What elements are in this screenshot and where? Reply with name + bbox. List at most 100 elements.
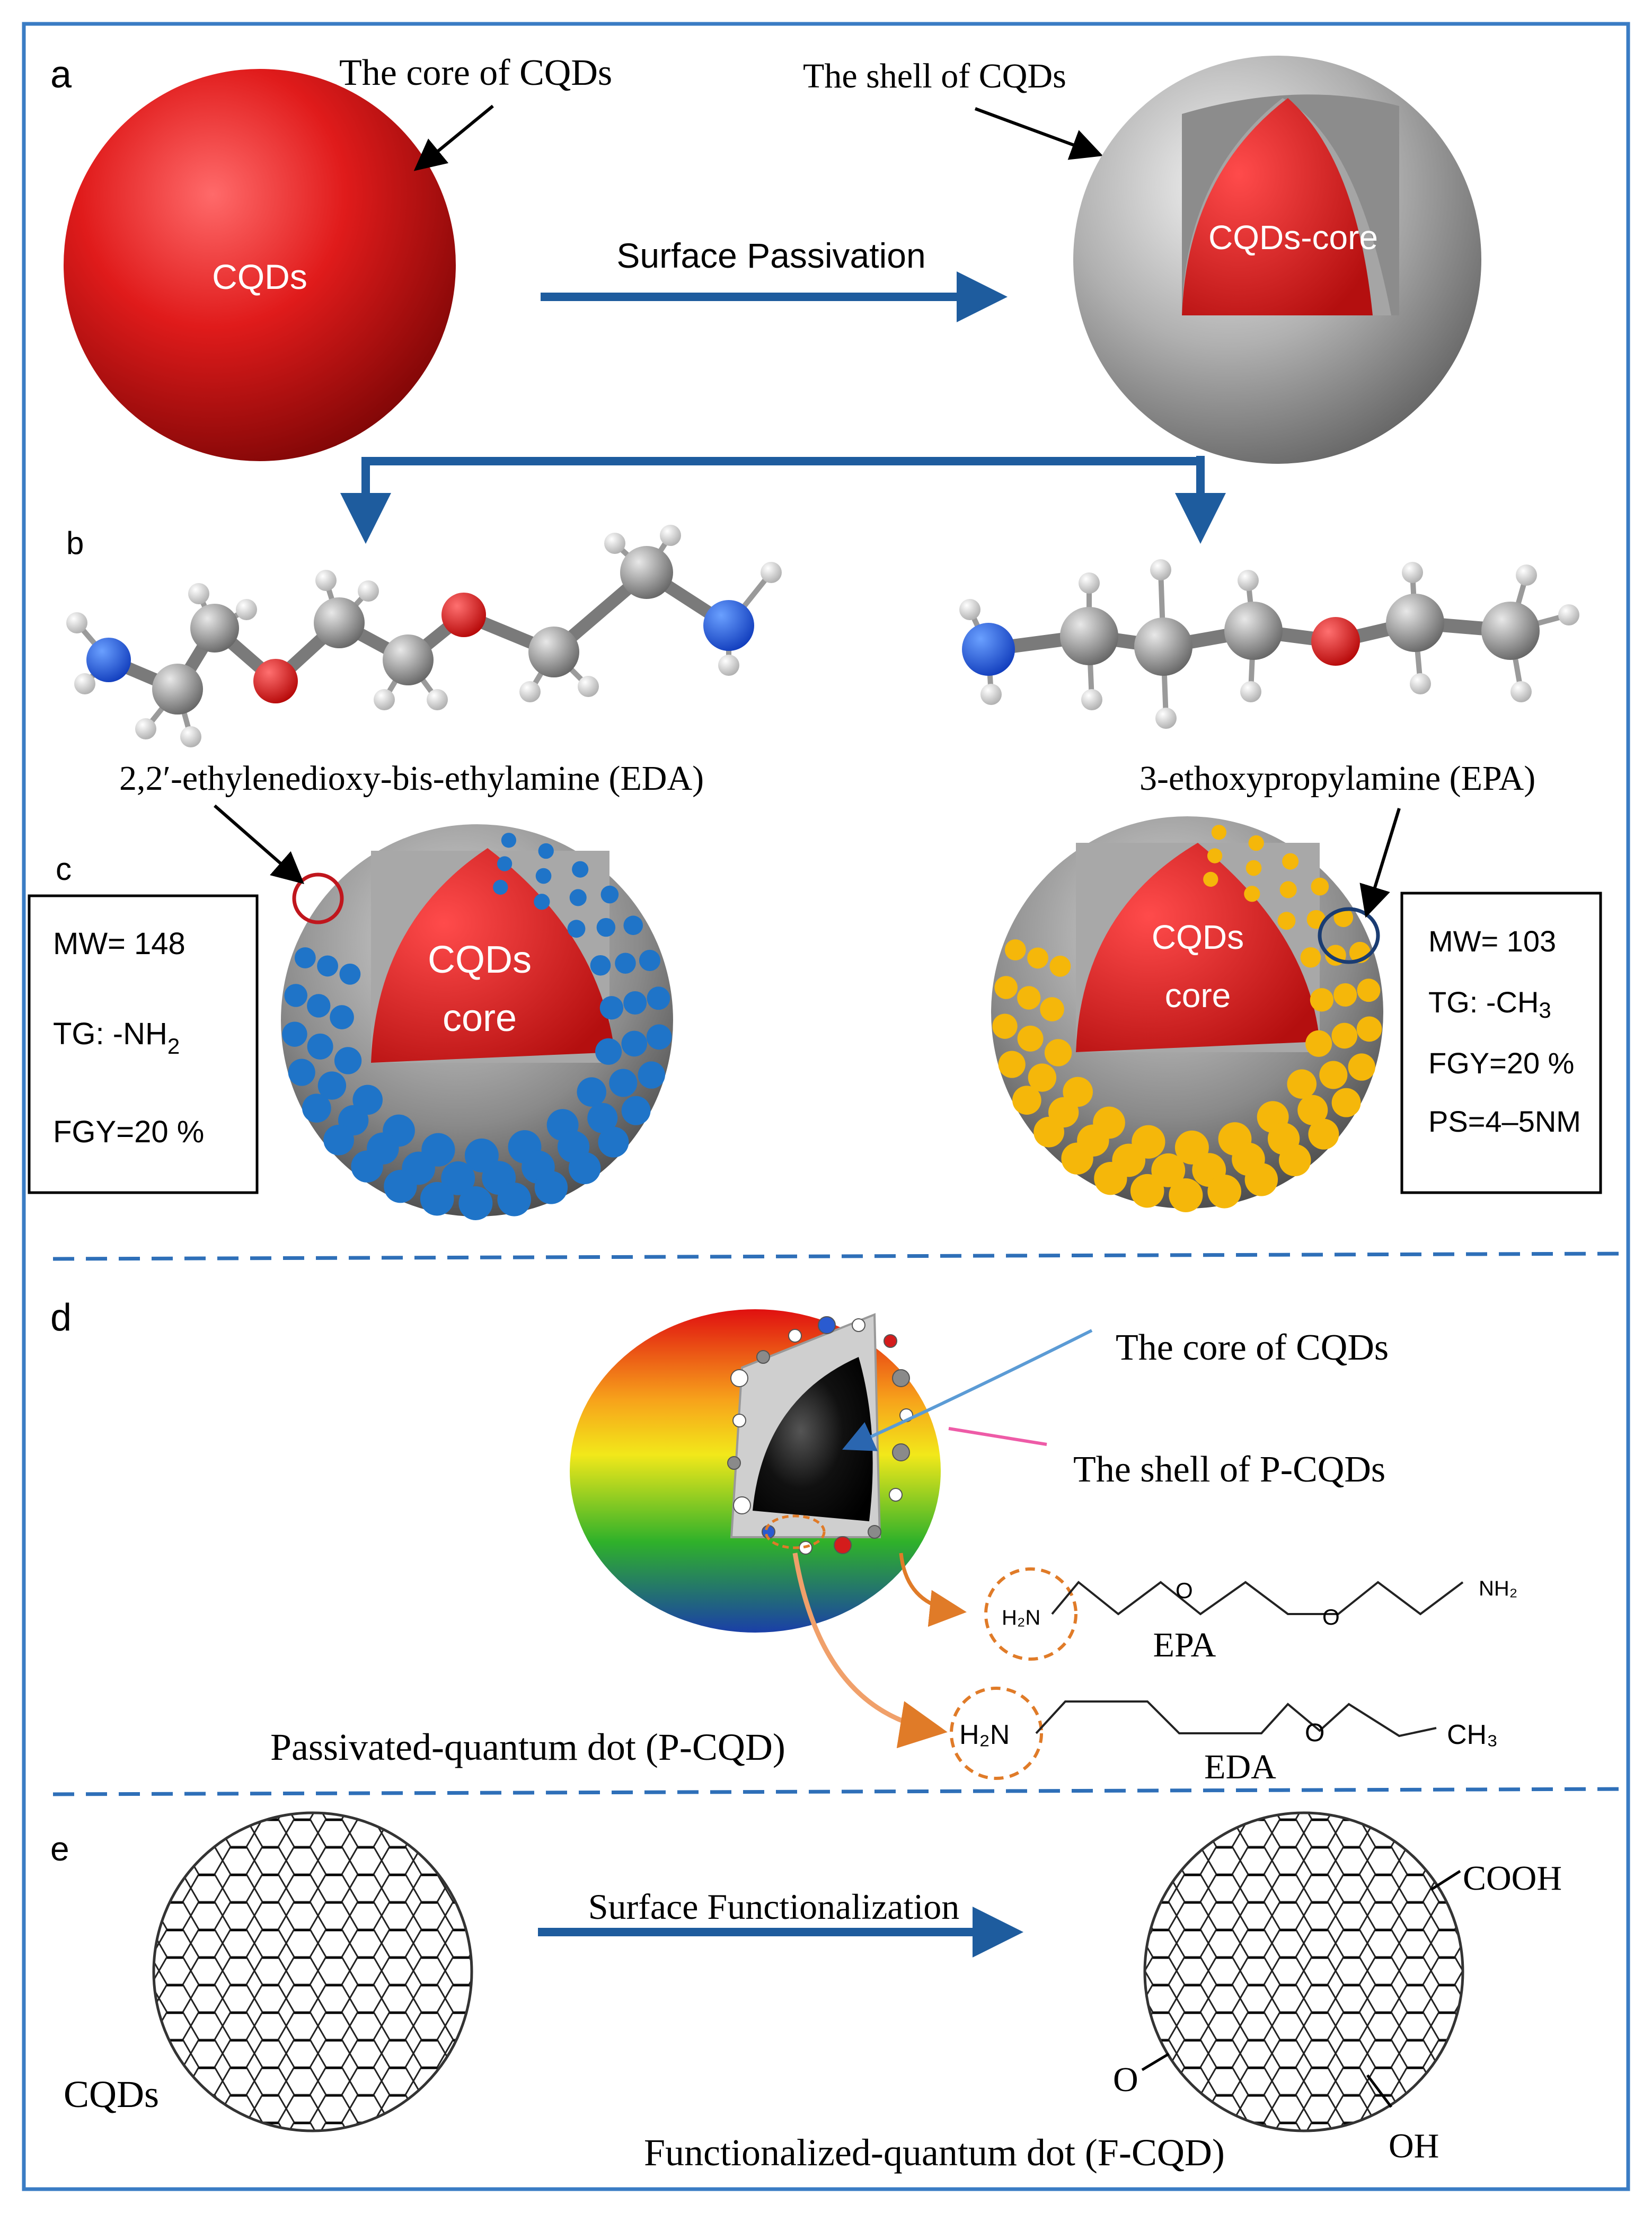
shell-callout-a-arrow xyxy=(974,107,1103,160)
passivating-dot xyxy=(288,1059,315,1086)
passivating-dot xyxy=(600,885,619,904)
passivating-dot xyxy=(587,1103,618,1133)
eda-property-box: MW= 148 TG: -NH2 FGY=20 % xyxy=(28,894,259,1194)
passivating-dot xyxy=(1027,947,1049,969)
passivating-dot xyxy=(1245,860,1262,876)
passivating-dot xyxy=(1033,1116,1064,1148)
passivating-dot xyxy=(534,1171,568,1204)
passivating-dot xyxy=(501,833,517,848)
functionalization-arrow-label: Surface Functionalization xyxy=(588,1886,960,1927)
epa-molecule-name: 3-ethoxypropylamine (EPA) xyxy=(1139,759,1535,798)
passivating-dot xyxy=(1244,1163,1278,1196)
passivating-dot xyxy=(493,879,508,895)
passivating-dot xyxy=(1287,1069,1317,1099)
passivating-dot xyxy=(994,976,1018,999)
passivated-sphere xyxy=(1073,56,1481,464)
passivating-dot xyxy=(1061,1142,1093,1175)
o-label: O xyxy=(1113,2060,1138,2099)
passivating-dot xyxy=(621,1030,648,1057)
passivating-dot xyxy=(1300,947,1321,968)
passivating-dot xyxy=(302,1094,331,1123)
passivating-dot xyxy=(1044,1039,1072,1066)
core-callout-a: The core of CQDs xyxy=(339,52,612,93)
passivating-dot xyxy=(621,1096,651,1125)
passivating-dot xyxy=(1297,1095,1328,1125)
passivating-dot xyxy=(1311,877,1329,896)
passivating-dot xyxy=(1017,986,1041,1010)
passivating-dot xyxy=(535,868,552,884)
shell-atom xyxy=(852,1318,865,1332)
chain1-skeleton xyxy=(1051,1581,1464,1616)
passivating-dot xyxy=(646,1024,672,1050)
passivating-dot xyxy=(1151,1153,1186,1187)
shell-atom xyxy=(834,1536,852,1554)
passivation-arrow-label: Surface Passivation xyxy=(616,236,925,275)
panel-b-letter: b xyxy=(66,525,84,561)
epa-mw: MW= 103 xyxy=(1428,924,1556,958)
figure-frame xyxy=(22,22,1630,2191)
passivating-dot xyxy=(595,1038,622,1065)
passivating-dot xyxy=(307,1033,333,1060)
shell-callout-d-line xyxy=(948,1427,1047,1446)
eda-fgy: FGY=20 % xyxy=(53,1115,204,1149)
passivating-dot xyxy=(1040,997,1064,1021)
passivating-dot xyxy=(458,1186,493,1220)
eda-molecule-model xyxy=(66,525,782,747)
highlight-dashed-d xyxy=(764,1514,826,1549)
passivating-dot xyxy=(1282,853,1299,870)
panel-a-letter: a xyxy=(50,54,72,96)
shell-atom xyxy=(756,1350,770,1364)
passivating-dot xyxy=(384,1170,417,1203)
shell-atom xyxy=(884,1334,897,1348)
core-callout-d: The core of CQDs xyxy=(1116,1327,1389,1368)
passivating-dot xyxy=(339,963,361,985)
passivating-dot xyxy=(998,1051,1026,1078)
passivating-dot xyxy=(639,949,660,971)
orange-arrow-2 xyxy=(792,1553,948,1749)
epa-tg: TG: -CH3 xyxy=(1428,985,1551,1022)
epa-core-label-line2: core xyxy=(1165,976,1231,1015)
epa-ps: PS=4–5NM xyxy=(1428,1105,1581,1138)
passivating-dot xyxy=(615,953,636,974)
panel-c-letter: c xyxy=(56,851,72,887)
passivating-dot xyxy=(1331,1022,1358,1049)
shell-atom xyxy=(788,1329,802,1343)
passivating-dot xyxy=(1207,848,1223,863)
chain1-oxygen-1: O xyxy=(1176,1578,1193,1603)
passivating-dot xyxy=(598,1126,629,1158)
epa-core-label-line1: CQDs xyxy=(1152,918,1244,956)
shell-atom xyxy=(889,1488,903,1502)
shell-callout-d: The shell of P-CQDs xyxy=(1073,1449,1385,1490)
passivating-dot xyxy=(1094,1162,1127,1195)
passivating-dot xyxy=(1279,881,1297,898)
passivating-dot xyxy=(538,843,554,859)
chain1-amine-left: H₂N xyxy=(1002,1606,1040,1629)
passivating-dot xyxy=(1331,1088,1361,1117)
passivating-dot xyxy=(330,1005,354,1029)
chain2-name: EDA xyxy=(1204,1748,1276,1786)
passivating-dot xyxy=(1049,955,1071,977)
passivating-dot xyxy=(1028,1063,1057,1092)
passivating-dot xyxy=(1244,886,1260,902)
shell-atom xyxy=(730,1369,748,1387)
shell-atom xyxy=(733,1496,751,1514)
epa-property-box: MW= 103 TG: -CH3 FGY=20 % PS=4–5NM xyxy=(1400,892,1602,1194)
passivating-dot xyxy=(1319,1061,1348,1089)
oh-leader xyxy=(1366,2074,1392,2108)
passivating-dot xyxy=(1348,1053,1375,1081)
passivating-dot xyxy=(323,1124,354,1156)
passivating-dot xyxy=(1310,988,1334,1012)
passivating-dot xyxy=(534,894,550,910)
epa-callout-arrow xyxy=(1359,808,1401,918)
eda-core-label-line1: CQDs xyxy=(428,939,532,981)
passivating-dot xyxy=(1169,1178,1203,1212)
cqd-label-e: CQDs xyxy=(64,2073,159,2115)
passivating-dot xyxy=(1356,1016,1382,1042)
shell-atom xyxy=(892,1443,910,1461)
passivating-dot xyxy=(284,984,307,1007)
panel-e-letter: e xyxy=(50,1830,69,1868)
passivating-dot xyxy=(568,1152,601,1185)
fcqd-caption: Functionalized-quantum dot (F-CQD) xyxy=(644,2131,1225,2174)
cqd-sphere-label: CQDs xyxy=(212,257,307,296)
